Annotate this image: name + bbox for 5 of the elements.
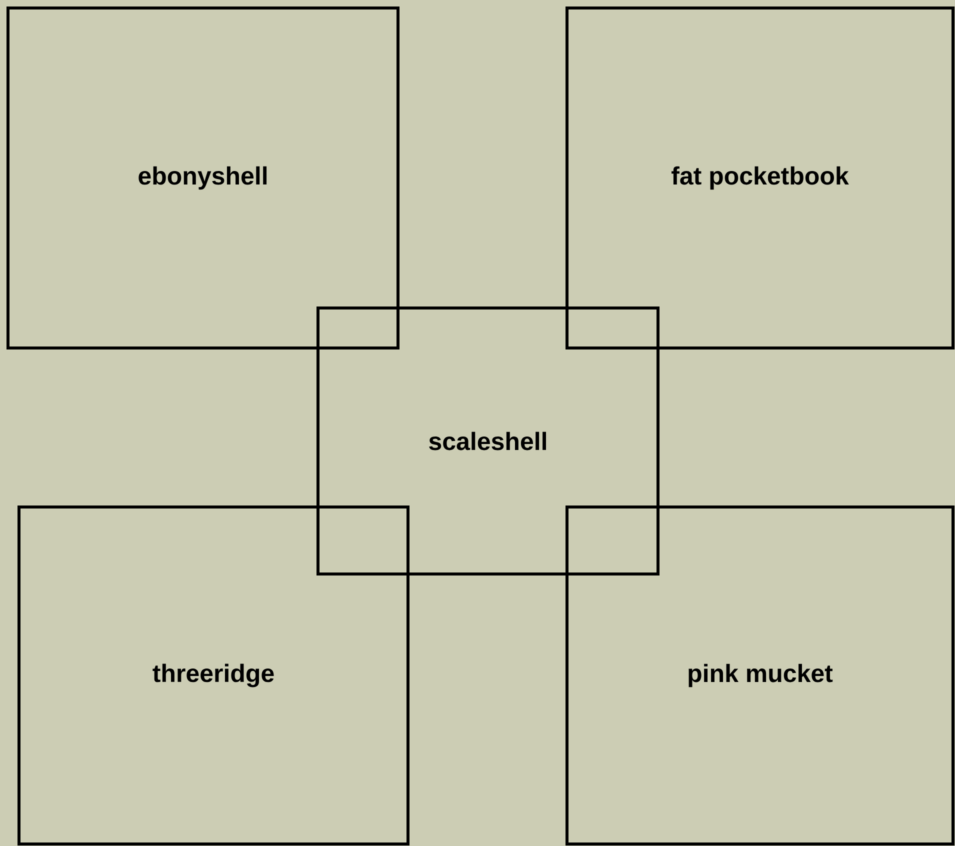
labeled-box: threeridge [18,506,410,846]
labeled-box: scaleshell [316,306,660,576]
labeled-box: pink mucket [566,506,955,846]
labeled-box: fat pocketbook [566,6,955,350]
labeled-box: ebonyshell [6,6,400,350]
